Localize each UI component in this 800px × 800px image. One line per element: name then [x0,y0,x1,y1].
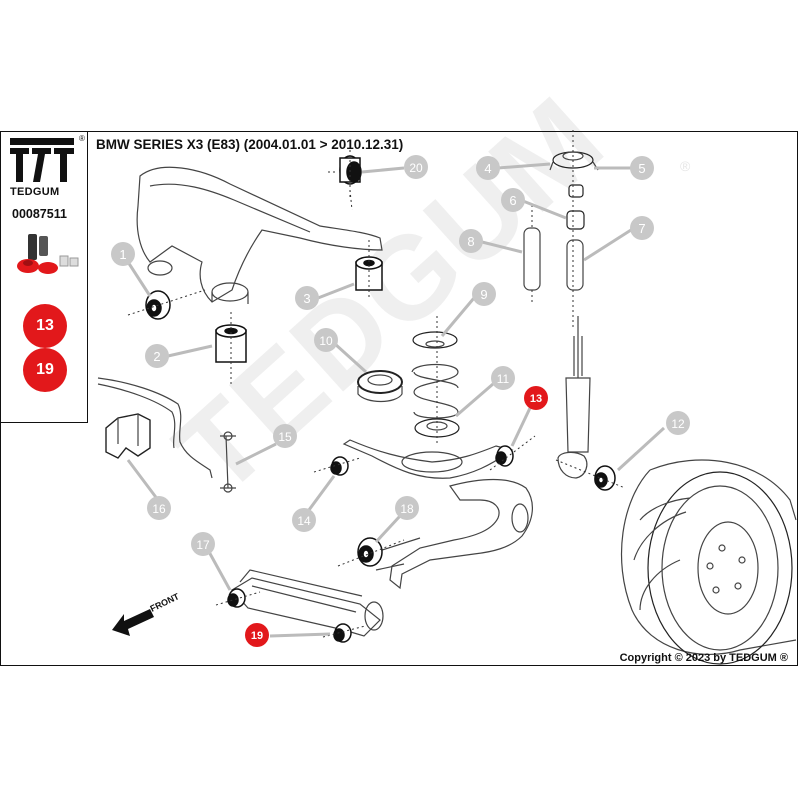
copyright-notice: Copyright © 2023 by TEDGUM ® [619,652,788,664]
page-title: BMW SERIES X3 (E83) (2004.01.01 > 2010.1… [96,137,404,152]
callout-20: 20 [404,155,428,179]
callout-19: 19 [245,623,269,647]
callout-5-label: 5 [638,161,645,176]
part-13-bushing [495,445,514,467]
diagram-frame [0,131,798,666]
callout-14: 14 [292,508,316,532]
watermark-reg-mark: ® [680,158,691,174]
callout-11: 11 [491,366,515,390]
callout-10: 10 [314,328,338,352]
callout-4: 4 [476,156,500,180]
bushing-parts [145,155,616,643]
part-12-bushing [594,465,616,491]
part-17-bushing [227,588,246,608]
axis-lines [127,130,626,638]
callout-11-label: 11 [497,372,510,386]
callout-5: 5 [630,156,654,180]
sidebar-panel [0,131,88,423]
callout-17-label: 17 [196,538,210,552]
callout-2-label: 2 [153,349,160,364]
callout-7: 7 [630,216,654,240]
callout-15-label: 15 [278,430,292,444]
callout-16-label: 16 [152,502,166,516]
callout-9-label: 9 [480,287,487,302]
product-thumbnail [17,234,79,274]
callout-7-label: 7 [638,221,645,236]
callout-14-label: 14 [297,514,311,528]
part-18-bushing [357,537,383,567]
tedgum-logo [10,138,74,182]
callout-6: 6 [501,188,525,212]
callout-17: 17 [191,532,215,556]
callout-18-label: 18 [400,502,414,516]
callout-8: 8 [459,229,483,253]
highlight-badge-13: 13 [23,304,67,348]
callout-13: 13 [524,386,548,410]
reg-mark: ® [79,134,85,143]
front-label: FRONT [148,591,181,614]
callout-16: 16 [147,496,171,520]
part-19-bushing [333,623,352,643]
callout-3: 3 [295,286,319,310]
callout-18: 18 [395,496,419,520]
callout-4-label: 4 [484,161,491,176]
callout-20-label: 20 [409,161,423,175]
brand-name: TEDGUM [10,186,60,198]
callout-9: 9 [472,282,496,306]
callout-15: 15 [273,424,297,448]
callout-8-label: 8 [467,234,474,249]
callout-12: 12 [666,411,690,435]
highlight-badge-19: 19 [23,348,67,392]
callout-1-label: 1 [119,247,126,262]
front-arrow: FRONT [112,591,181,636]
product-code: 00087511 [12,207,67,221]
callout-1: 1 [111,242,135,266]
callout-12-label: 12 [671,417,685,431]
callout-2: 2 [145,344,169,368]
callout-10-label: 10 [319,334,333,348]
callout-6-label: 6 [509,193,516,208]
callout-13-label: 13 [530,393,542,405]
line-art [97,151,797,665]
callout-leaders [126,162,666,638]
callout-3-label: 3 [303,291,310,306]
callout-badges: 1 2 3 4 5 6 7 8 9 10 11 12 14 15 16 17 1… [111,155,690,647]
callout-19-label: 19 [251,630,263,642]
